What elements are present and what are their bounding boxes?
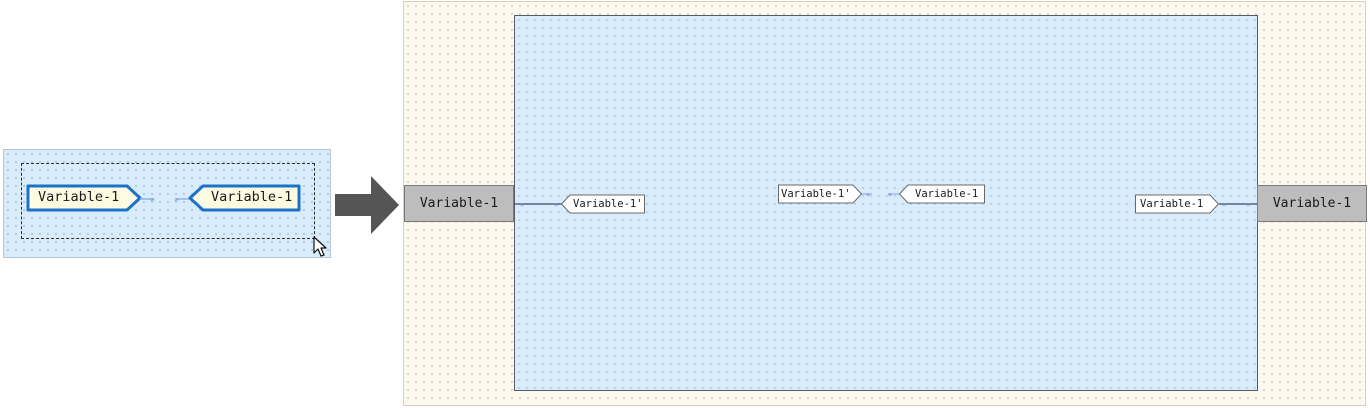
port-label: Variable-1 [38,189,120,206]
inner-incoming-port[interactable]: Variable-1' [560,194,646,214]
selected-outgoing-port[interactable]: Variable-1 [26,184,143,212]
incoming-port-shape [898,184,985,204]
svg-text:»: » [174,195,179,204]
outgoing-port-shape [1135,194,1220,214]
inner-outgoing-port[interactable]: Variable-1' [777,184,863,204]
result-canvas: Variable-1 Variable-1 » » » » » » Variab… [403,1,1367,406]
port-label: Variable-1 [1140,197,1204,210]
port-label: Variable-1 [211,189,293,206]
external-output-port[interactable]: Variable-1 [1257,185,1367,222]
before-selection-panel: Variable-1 » » Variable-1 [3,149,331,258]
external-input-port[interactable]: Variable-1 [404,185,514,222]
port-label: Variable-1' [573,197,643,210]
subsystem-block[interactable] [514,15,1258,391]
port-label: Variable-1 [1272,196,1352,211]
inner-incoming-port[interactable]: Variable-1 [898,184,986,204]
outgoing-port-shape [26,184,142,212]
port-label: Variable-1' [781,187,851,200]
right-arrow-icon [335,176,399,234]
selection-marquee[interactable] [21,163,315,239]
mouse-pointer-icon [313,236,327,257]
inner-outgoing-port[interactable]: Variable-1 [1134,194,1220,214]
port-label: Variable-1 [915,187,979,200]
outgoing-port-shape [778,184,863,204]
connector-stubs: » » [140,195,190,204]
svg-text:»: » [150,195,155,204]
incoming-port-shape [188,184,301,212]
incoming-port-shape [560,194,645,214]
selected-incoming-port[interactable]: Variable-1 [187,184,302,212]
port-label: Variable-1 [419,196,499,211]
